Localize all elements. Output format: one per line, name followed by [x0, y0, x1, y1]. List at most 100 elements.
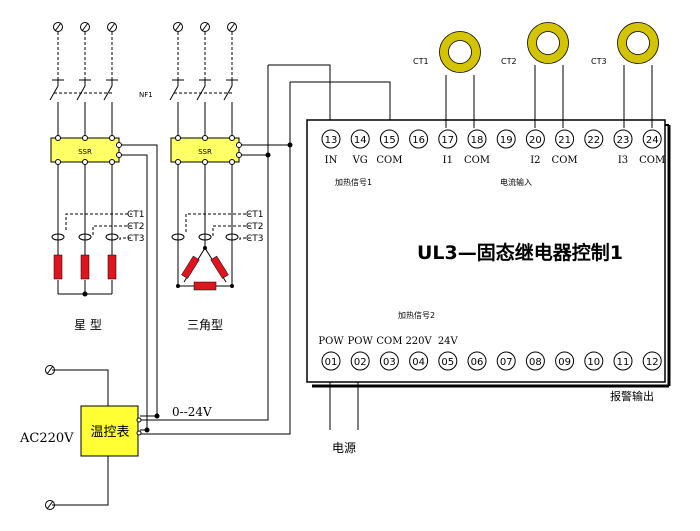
bottom-terminal-number: 04	[412, 357, 425, 368]
top-terminal-19	[496, 129, 516, 149]
top-terminal-18	[467, 129, 487, 149]
top-terminal-16	[409, 129, 429, 149]
top-terminal-14	[350, 129, 370, 149]
left-heater-3	[107, 254, 117, 280]
bottom-terminal-12	[642, 351, 662, 371]
bottom-terminal-number: 09	[558, 357, 571, 368]
left-star-load	[51, 165, 132, 295]
junction-dot-4	[144, 427, 150, 433]
top-terminal-number: 17	[441, 135, 454, 146]
bottom-terminal-02	[350, 351, 370, 371]
top-terminal-21	[555, 129, 575, 149]
heating-signal-1-label: 加热信号1	[335, 177, 372, 187]
bottom-terminal-number: 06	[471, 357, 484, 368]
bottom-terminal-08	[525, 351, 545, 371]
left-ct2-label: CT2	[127, 222, 145, 232]
bottom-terminal-label: POW	[348, 336, 374, 347]
bottom-terminal-03	[379, 351, 399, 371]
top-terminal-22	[584, 129, 604, 149]
ct1-ring-label: CT1	[413, 57, 429, 66]
junction-dot-1	[287, 142, 293, 148]
ct3-ring-label: CT3	[591, 57, 607, 66]
bottom-terminal-label: POW	[318, 336, 344, 347]
bottom-terminal-04	[409, 351, 429, 371]
bottom-terminal-number: 11	[617, 357, 630, 368]
bottom-terminal-11	[613, 351, 633, 371]
top-terminal-label: COM	[552, 155, 578, 166]
heating-signal-2-label: 加热信号2	[398, 310, 435, 320]
bottom-terminal-number: 08	[529, 357, 542, 368]
top-terminal-13	[321, 129, 341, 149]
star-label: 星 型	[74, 318, 102, 332]
delta-label: 三角型	[187, 318, 223, 332]
left-ssr: SSR	[50, 135, 122, 165]
top-terminal-24	[642, 129, 662, 149]
bottom-terminal-06	[467, 351, 487, 371]
bottom-terminal-number: 05	[441, 357, 454, 368]
top-terminal-label: IN	[325, 155, 338, 166]
mid-ct2-label: CT2	[246, 222, 264, 232]
thermostat: 温控表	[80, 405, 142, 457]
top-terminal-17	[438, 129, 458, 149]
bottom-terminal-09	[555, 351, 575, 371]
top-terminal-number: 24	[646, 135, 659, 146]
bottom-terminal-label: 24V	[438, 336, 459, 347]
bottom-terminal-number: 07	[500, 357, 513, 368]
bottom-terminal-label: 220V	[405, 336, 432, 347]
bottom-terminal-07	[496, 351, 516, 371]
bottom-terminal-number: 10	[587, 357, 600, 368]
signal-range-label: 0--24V	[172, 405, 212, 419]
middle-ssr-label: SSR	[198, 148, 212, 156]
top-terminal-label: I3	[618, 155, 628, 166]
mid-ct1-label: CT1	[246, 210, 264, 220]
ct-rings	[439, 22, 659, 128]
middle-ssr: SSR	[170, 135, 242, 165]
top-terminal-20	[525, 129, 545, 149]
left-heater-1	[53, 254, 63, 280]
bottom-terminal-01	[321, 351, 341, 371]
bottom-terminal-number: 12	[646, 357, 659, 368]
top-terminal-label: I1	[443, 155, 453, 166]
controller-box	[306, 119, 671, 388]
middle-breaker	[169, 22, 238, 138]
star-node-dot	[82, 291, 88, 297]
controller-title: UL3—固态继电器控制1	[417, 241, 623, 264]
top-terminal-number: 22	[587, 135, 600, 146]
ac-terminals	[45, 365, 55, 510]
top-terminal-number: 14	[354, 135, 367, 146]
bottom-terminal-10	[584, 351, 604, 371]
top-terminal-number: 13	[325, 135, 338, 146]
top-terminal-number: 15	[383, 135, 396, 146]
top-terminal-number: 19	[500, 135, 513, 146]
top-terminal-23	[613, 129, 633, 149]
ct2-ring-label: CT2	[501, 57, 517, 66]
top-terminal-label: COM	[639, 155, 665, 166]
bottom-terminal-label: COM	[376, 336, 402, 347]
top-terminal-label: I2	[530, 155, 540, 166]
current-input-label: 电流输入	[500, 177, 532, 187]
bottom-terminal-05	[438, 351, 458, 371]
mid-ct3-label: CT3	[246, 234, 264, 244]
alarm-output-label: 报警输出	[610, 389, 654, 403]
delta-heaters	[176, 246, 234, 291]
ac220v-label: AC220V	[19, 431, 74, 446]
nf1-label: NF1	[139, 91, 153, 99]
left-ct3-label: CT3	[127, 234, 145, 244]
left-breaker-nf1	[49, 22, 118, 138]
left-ct1-label: CT1	[127, 210, 145, 220]
bottom-terminal-number: 01	[325, 357, 338, 368]
top-terminal-15	[379, 129, 399, 149]
junction-dot-2	[265, 152, 271, 158]
bottom-terminal-number: 02	[354, 357, 367, 368]
left-supply-terminals	[53, 22, 117, 32]
junction-dot-3	[154, 413, 160, 419]
top-terminal-label: COM	[376, 155, 402, 166]
power-label: 电源	[332, 441, 356, 455]
top-terminal-number: 18	[471, 135, 484, 146]
